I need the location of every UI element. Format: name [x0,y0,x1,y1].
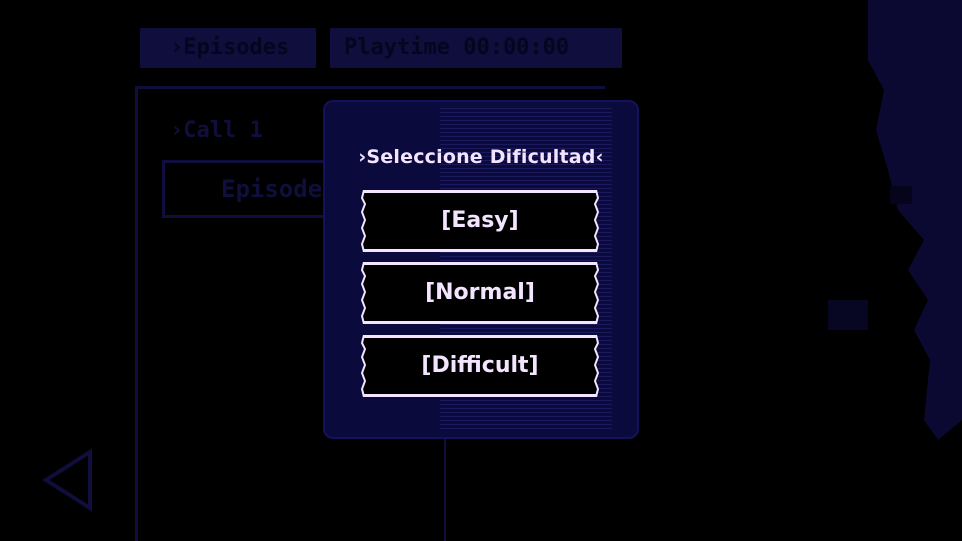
dialog-title: ›Seleccione Dificultad‹ [358,146,604,168]
difficult-button-label: [Difficult] [421,353,539,378]
back-arrow-icon[interactable] [40,448,96,512]
button-edge-right [593,262,599,324]
playtime-label: Playtime 00:00:00 [330,28,622,68]
difficult-button[interactable]: [Difficult] [361,335,599,397]
easy-button-label: [Easy] [441,208,519,233]
background-character-silhouette [828,0,962,440]
button-edge-left [361,190,367,252]
normal-button[interactable]: [Normal] [361,262,599,324]
button-edge-left [361,262,367,324]
call-label: ›Call 1 [170,118,263,143]
button-edge-right [593,335,599,397]
episodes-tab: ›Episodes [140,28,316,68]
button-edge-left [361,335,367,397]
divider-line [444,420,446,541]
frame-left-line [135,86,138,541]
easy-button[interactable]: [Easy] [361,190,599,252]
button-edge-right [593,190,599,252]
normal-button-label: [Normal] [425,280,535,305]
frame-top-line [135,86,605,89]
